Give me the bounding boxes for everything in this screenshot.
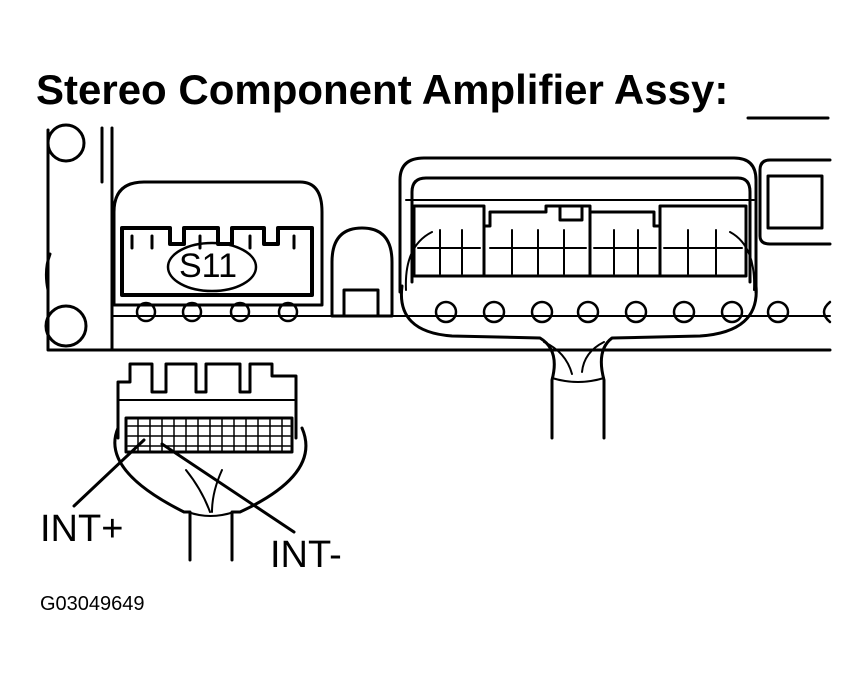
int-connector <box>72 362 308 562</box>
int-plus-label: INT+ <box>40 508 124 550</box>
int-minus-label: INT- <box>270 534 342 576</box>
int-minus-leader <box>160 442 296 534</box>
s11-id-ellipse <box>166 241 258 293</box>
s11-connector <box>112 180 324 307</box>
diagram-title: Stereo Component Amplifier Assy: <box>36 66 729 113</box>
housing-cutout <box>330 226 394 318</box>
connector-id-label: S11 <box>179 247 237 285</box>
mounting-holes <box>135 300 832 324</box>
figure-code: G03049649 <box>40 593 145 615</box>
side-block <box>758 158 832 246</box>
large-connector <box>398 156 758 440</box>
int-plus-leader <box>72 438 146 508</box>
